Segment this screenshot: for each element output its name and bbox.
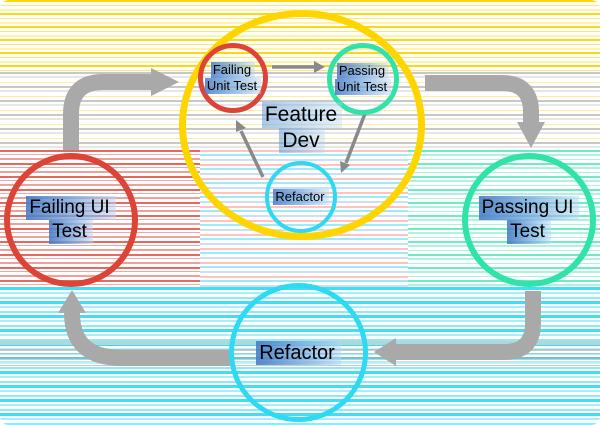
node-label-line: Unit Test [334, 79, 392, 95]
feature-dev-label-line1: Feature [261, 102, 343, 128]
node-refactor-inner: Refactor [265, 161, 337, 233]
arrow-feature-dev-to-passing-ui [425, 75, 545, 148]
node-label-line: Refactor [256, 340, 341, 365]
feature-dev-label-line2: Dev [279, 127, 325, 154]
arrow-refactor-to-failing-ui [58, 290, 231, 366]
node-passing-ui-test: Passing UI Test [462, 153, 596, 287]
feature-dev-label: Feature Dev [237, 102, 367, 154]
node-label-line: Failing UI [26, 196, 116, 220]
node-refactor-outer: Refactor [229, 283, 368, 422]
node-label-line: Failing [210, 62, 256, 78]
node-label-line: Passing [336, 63, 390, 79]
node-label-line: Test [49, 220, 93, 244]
node-label-line: Passing UI [478, 196, 580, 220]
arrow-failing-ui-to-feature-dev [63, 68, 179, 150]
arrow-passing-ui-to-refactor [374, 291, 541, 366]
node-label-line: Refactor [273, 189, 329, 205]
node-failing-ui-test: Failing UI Test [4, 153, 138, 287]
node-label-line: Unit Test [204, 78, 262, 94]
node-label-line: Test [507, 220, 551, 244]
